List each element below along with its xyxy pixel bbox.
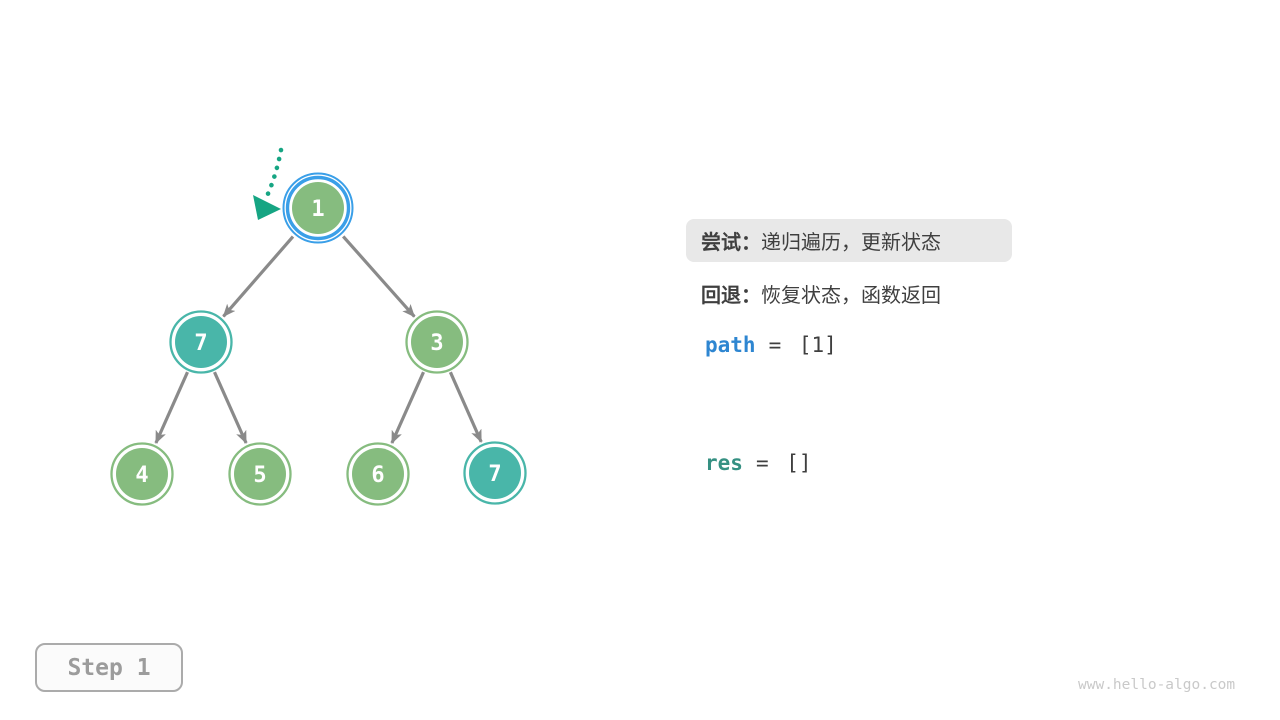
backtrack-keyword: 回退： [701,285,761,307]
tree-node-1: 1 [282,172,354,244]
tree-node-3: 3 [405,310,469,374]
tree-node-label: 6 [371,463,384,488]
res-value: = [] [755,451,812,475]
backtrack-line: 回退：恢复状态，函数返回 [701,281,941,307]
path-variable: path [705,333,756,357]
tree-edge [390,371,425,444]
tree-node-7: 7 [463,441,527,505]
pointer-arrowhead-icon [253,195,281,220]
pointer-dotted-path [264,147,284,199]
tree-node-7: 7 [169,310,233,374]
res-state-line: res = [] [705,451,812,475]
tree-edge [342,235,416,318]
step-badge: Step 1 [35,643,183,692]
res-variable: res [705,451,743,475]
try-keyword: 尝试： [701,232,761,254]
tree-node-label: 1 [311,197,324,222]
tree-edge [154,371,189,444]
current-pointer-icon [253,147,284,220]
tree-edge [448,371,483,443]
tree-node-5: 5 [228,442,292,506]
watermark: www.hello-algo.com [1078,677,1236,693]
try-line: 尝试：递归遍历，更新状态 [686,219,1012,262]
tree-edge [222,235,295,318]
path-value: = [1] [768,333,837,357]
tree-svg: 1 7 3 4 5 6 7 [110,147,527,506]
backtrack-text: 恢复状态，函数返回 [761,285,941,307]
tree-node-label: 4 [135,463,148,488]
try-text: 递归遍历，更新状态 [761,232,941,254]
tree-node-label: 3 [430,331,443,356]
tree-edge [213,371,248,444]
tree-node-4: 4 [110,442,174,506]
tree-node-label: 7 [194,331,207,356]
tree-node-label: 5 [253,463,266,488]
tree-node-6: 6 [346,442,410,506]
tree-node-label: 7 [488,462,501,487]
step-badge-label: Step 1 [67,654,151,681]
path-state-line: path = [1] [705,333,837,357]
